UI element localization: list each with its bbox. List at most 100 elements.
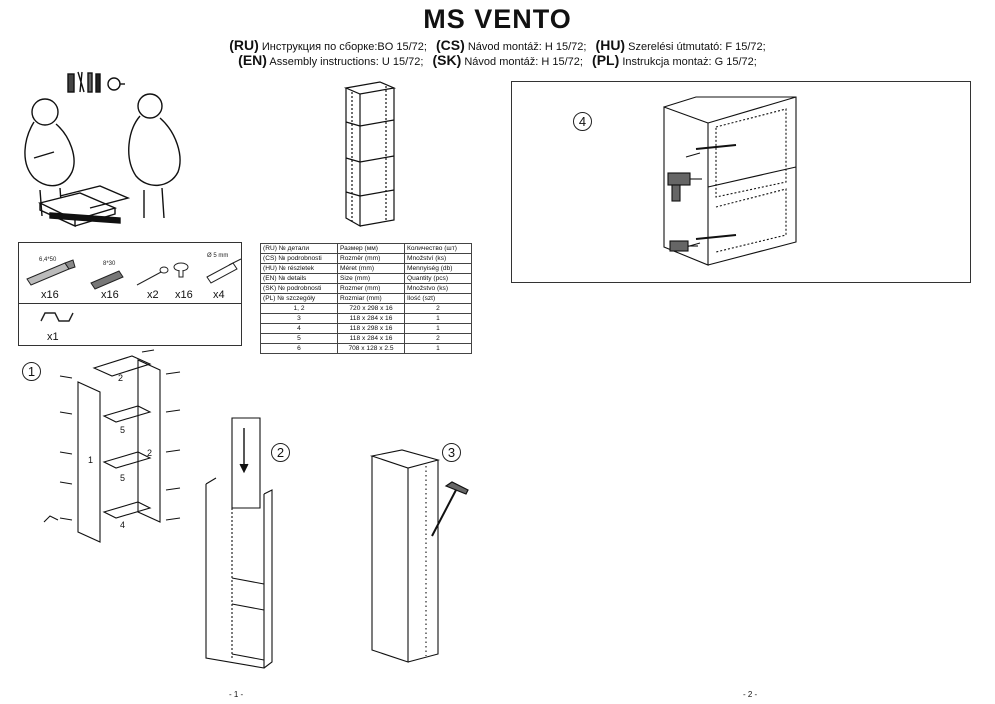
hardware-icons: 6,4*50 8*30 Ø 5 mm <box>26 253 242 322</box>
anchor-qty: x4 <box>213 289 225 301</box>
dowel-qty: x16 <box>101 289 119 301</box>
page-number-right: - 2 - <box>743 690 758 699</box>
header-detail-cell: (CS) № podrobnosti <box>260 253 338 264</box>
boards-pile-icon <box>37 185 131 228</box>
screw-spec-label: 6,4*50 <box>39 257 57 263</box>
header-qty-cell: Množství (ks) <box>404 253 472 264</box>
part-number-cell: 6 <box>260 343 338 354</box>
part-number-cell: 3 <box>260 313 338 324</box>
step-1-illustration <box>43 349 181 543</box>
nail-qty: x2 <box>147 289 159 301</box>
step-1-part-2-top: 2 <box>118 373 124 383</box>
dowel-icon <box>90 270 124 290</box>
screw-qty: x16 <box>41 289 59 301</box>
part-qty-cell: 1 <box>404 343 472 354</box>
part-qty-cell: 1 <box>404 323 472 334</box>
header-qty-cell: Množstvo (ks) <box>404 283 472 294</box>
header-detail-cell: (EN) № details <box>260 273 338 284</box>
header-detail-cell: (SK) № podrobnosti <box>260 283 338 294</box>
hardware-box: 6,4*50 8*30 Ø 5 mm x16 x16 x2 x16 x4 x1 <box>18 242 242 346</box>
two-people-illustration <box>24 71 181 228</box>
step-1-part-5-upper: 5 <box>120 425 126 435</box>
lang-code-pl: (PL) <box>592 52 620 68</box>
step-3-number: 3 <box>442 443 461 462</box>
step-1-part-1: 1 <box>88 455 94 465</box>
step-2-illustration <box>205 417 273 669</box>
screw-icon <box>26 259 76 286</box>
cap-icon <box>173 262 189 278</box>
step-2-number: 2 <box>271 443 290 462</box>
lang-text-cs: Návod montáž: H 15/72; <box>464 41 587 53</box>
header-qty-cell: Количество (шт) <box>404 243 472 254</box>
instructions-line-1: (RU) Инструкция по сборке:BO 15/72; (CS)… <box>0 37 995 53</box>
header-qty-cell: Mennyiség (db) <box>404 263 472 274</box>
part-number-cell: 5 <box>260 333 338 344</box>
part-size-cell: 118 x 284 x 16 <box>337 313 405 324</box>
header-size-cell: Rozmer (mm) <box>337 283 405 294</box>
hanger-icon <box>40 312 74 322</box>
instructions-line-2: (EN) Assembly instructions: U 15/72; (SK… <box>0 52 995 68</box>
part-size-cell: 118 x 298 x 16 <box>337 323 405 334</box>
part-qty-cell: 2 <box>404 333 472 344</box>
lang-code-cs: (CS) <box>436 37 465 53</box>
lang-text-sk: Návod montáž: H 15/72; <box>461 56 583 68</box>
header-size-cell: Méret (mm) <box>337 263 405 274</box>
tools-icon <box>67 71 125 93</box>
part-size-cell: 118 x 284 x 16 <box>337 333 405 344</box>
header-detail-cell: (RU) № детали <box>260 243 338 254</box>
header-size-cell: Rozmiar (mm) <box>337 293 405 304</box>
cabinet-preview-illustration <box>343 81 397 228</box>
drill-icon <box>667 172 702 202</box>
step-1-number: 1 <box>22 362 41 381</box>
step-1-part-2-right: 2 <box>147 448 153 458</box>
part-number-cell: 4 <box>260 323 338 334</box>
page-number-left: - 1 - <box>229 690 244 699</box>
cap-qty: x16 <box>175 289 193 301</box>
lang-text-en: Assembly instructions: U 15/72; <box>266 56 424 68</box>
hardware-row <box>19 243 241 304</box>
header-size-cell: Размер (мм) <box>337 243 405 254</box>
lang-code-en: (EN) <box>238 52 267 68</box>
header-qty-cell: Quantity (pcs) <box>404 273 472 284</box>
step-1-part-5-lower: 5 <box>120 473 126 483</box>
anchor-icon <box>206 258 242 284</box>
document-title: MS VENTO <box>423 4 572 34</box>
nail-icon <box>136 266 169 286</box>
header-size-cell: Size (mm) <box>337 273 405 284</box>
header-qty-cell: Ilość (szt) <box>404 293 472 304</box>
lang-code-sk: (SK) <box>432 52 462 68</box>
lang-code-ru: (RU) <box>229 37 259 53</box>
dowel-spec-label: 8*30 <box>103 261 116 267</box>
step-1-part-4: 4 <box>120 520 126 530</box>
drill-icon-lower <box>669 240 698 252</box>
person-right-icon <box>128 93 181 219</box>
part-size-cell: 708 x 128 x 2.5 <box>337 343 405 354</box>
header-detail-cell: (HU) № részletek <box>260 263 338 274</box>
part-number-cell: 1, 2 <box>260 303 338 314</box>
part-qty-cell: 2 <box>404 303 472 314</box>
lang-text-hu: Szerelési útmutató: F 15/72; <box>625 41 766 53</box>
anchor-spec-label: Ø 5 mm <box>207 253 228 259</box>
header-detail-cell: (PL) № szczegóły <box>260 293 338 304</box>
header-size-cell: Rozměr (mm) <box>337 253 405 264</box>
hanger-qty: x1 <box>47 331 59 343</box>
step-4-illustration <box>663 96 797 266</box>
lang-code-hu: (HU) <box>595 37 626 53</box>
lang-text-pl: Instrukcja montaż: G 15/72; <box>619 56 757 68</box>
step-4-panel <box>511 81 971 283</box>
hammer-icon <box>431 481 469 537</box>
part-size-cell: 720 x 298 x 16 <box>337 303 405 314</box>
lang-text-ru: Инструкция по сборке:BO 15/72; <box>258 41 427 53</box>
